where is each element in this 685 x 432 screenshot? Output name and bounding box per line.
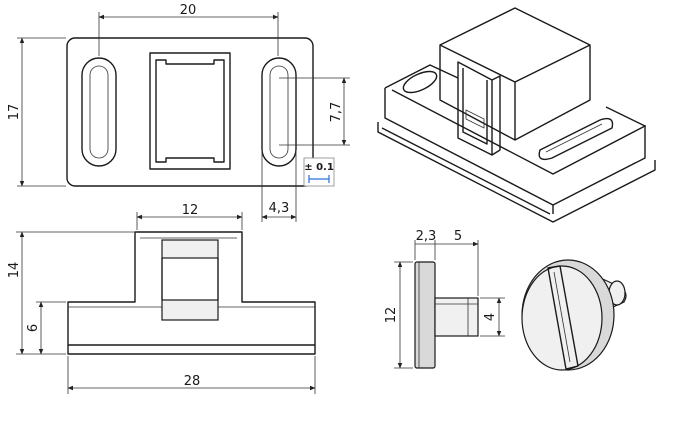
dimension-label-side-total-height: 14 — [7, 262, 22, 279]
iso-left-ledge — [384, 64, 459, 89]
side-view: 12 28 14 6 — [7, 203, 316, 394]
iso-left-slot — [402, 70, 438, 94]
dimension-label-screw-shank-diameter: 4 — [483, 313, 498, 321]
center-window-outer — [149, 52, 231, 170]
right-slot — [261, 57, 297, 167]
dimension-label-slot-offset: 4,3 — [269, 201, 290, 216]
dimension-screw-shank-length: 5 — [435, 229, 479, 296]
dimension-label-side-base-height: 6 — [26, 324, 41, 332]
dimension-label-side-total-width: 28 — [184, 374, 201, 389]
dimension-top-height: 17 — [7, 37, 66, 187]
iso-base-edge — [377, 122, 656, 223]
dimension-label-screw-head-diameter: 12 — [384, 307, 399, 324]
dimension-label-side-top-width: 12 — [182, 203, 199, 218]
center-window-inner — [155, 59, 225, 163]
top-view: 20 17 7,7 4,3 ± 0.1 — [7, 3, 350, 222]
dimension-side-total-width: 28 — [67, 356, 316, 394]
iso-right-slot — [538, 117, 614, 161]
dimension-screw-head-diameter: 12 — [384, 261, 413, 369]
top-view-plate-outline — [66, 37, 314, 187]
left-slot-inner — [89, 65, 109, 159]
dimension-screw-shank-diameter: 4 — [480, 297, 505, 337]
dimension-side-total-height: 14 — [7, 231, 134, 355]
screw-iso-slot — [547, 265, 579, 370]
side-latch-top — [161, 239, 219, 259]
dimension-side-base-height: 6 — [26, 301, 66, 355]
left-slot — [81, 57, 117, 167]
iso-center-block — [439, 7, 591, 141]
tolerance-label: ± 0.1 — [304, 162, 334, 173]
isometric-view — [377, 7, 656, 223]
screw-head-profile — [414, 261, 436, 369]
side-latch-bottom — [161, 299, 219, 321]
screw-isometric-view — [521, 259, 627, 371]
dimension-slot-pitch: 7,7 — [279, 77, 350, 146]
dimension-label-screw-shank-length: 5 — [454, 229, 462, 244]
iso-base-front — [384, 88, 554, 214]
dimension-label-screw-head-thickness: 2,3 — [416, 229, 437, 244]
dimension-side-top-width: 12 — [136, 203, 243, 230]
side-view-outline — [67, 231, 316, 355]
dimension-slot-offset: 4,3 — [261, 150, 297, 222]
screw-side-view: 2,3 5 12 4 — [384, 229, 505, 369]
dimension-screw-head-thickness: 2,3 — [414, 229, 437, 260]
dimension-label-top-width: 20 — [180, 3, 197, 18]
right-slot-inner — [269, 65, 289, 159]
tolerance-badge: ± 0.1 — [303, 157, 335, 187]
dimension-top-width: 20 — [98, 3, 279, 56]
dimension-label-slot-pitch: 7,7 — [329, 102, 344, 123]
dimension-label-top-height: 17 — [7, 104, 22, 121]
